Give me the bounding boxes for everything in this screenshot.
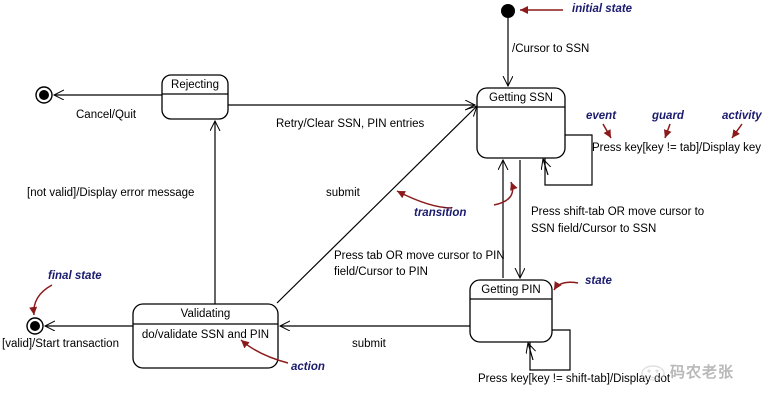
transition-label-ssn-self-loop: Press key[key != tab]/Display key xyxy=(592,142,762,154)
annotation-event: event xyxy=(586,110,617,122)
final-state-bottom-dot xyxy=(30,321,40,331)
annotation-guard: guard xyxy=(652,110,684,122)
state-box-rejecting xyxy=(161,74,229,120)
state-activity-validating: do/validate SSN and PIN xyxy=(141,329,270,341)
transition-label-press-tab-l2: field/Cursor to PIN xyxy=(334,266,428,278)
watermark-icon xyxy=(641,365,665,381)
transition-label-press-shift-tab-l1: Press shift-tab OR move cursor to xyxy=(531,206,705,218)
transition-label-press-shift-tab-l2: SSN field/Cursor to SSN xyxy=(531,223,657,235)
annotation-final-state: final state xyxy=(48,270,102,282)
transition-label-press-tab-l1: Press tab OR move cursor to PIN xyxy=(334,250,505,262)
anno-arrow-transition-left xyxy=(396,190,453,209)
anno-arrow-action xyxy=(240,339,289,364)
anno-arrow-guard xyxy=(663,123,672,139)
transition-label-retry-clear: Retry/Clear SSN, PIN entries xyxy=(276,118,425,130)
annotation-arrows xyxy=(29,6,743,364)
anno-arrow-event xyxy=(602,123,612,139)
arrow-ssn-self-loop-head xyxy=(543,159,548,176)
state-box-getting-ssn xyxy=(476,87,566,159)
state-label-rejecting: Rejecting xyxy=(171,79,219,91)
transition-label-submit-upper: submit xyxy=(326,187,360,199)
arrow-pin-self-loop xyxy=(529,329,571,371)
annotation-state: state xyxy=(585,275,612,287)
state-boxes xyxy=(132,74,566,369)
final-state-top-dot xyxy=(39,90,49,100)
transition-label-pin-self-loop: Press key[key != shift-tab]/Display dot xyxy=(478,373,671,385)
anno-arrow-state xyxy=(553,281,579,291)
transition-label-not-valid: [not valid]/Display error message xyxy=(27,187,195,199)
initial-state-dot xyxy=(501,4,515,18)
state-box-validating xyxy=(132,303,279,369)
anno-arrow-final-state xyxy=(29,284,53,316)
annotation-initial-state: initial state xyxy=(572,3,633,15)
anno-arrow-activity xyxy=(731,123,743,139)
arrow-ssn-self-loop xyxy=(544,134,593,186)
pseudostates xyxy=(26,4,515,335)
arrow-pin-self-loop-head xyxy=(528,343,533,361)
arrow-validating-to-ssn xyxy=(276,106,477,304)
final-state-top-ring xyxy=(35,86,53,104)
transition-label-cursor-to-ssn: /Cursor to SSN xyxy=(512,43,590,55)
anno-arrow-transition-right xyxy=(493,181,518,206)
state-label-validating: Validating xyxy=(180,308,231,320)
transition-label-submit-lower: submit xyxy=(352,338,386,350)
state-label-getting-pin: Getting PIN xyxy=(481,284,541,296)
transition-label-valid-start: [valid]/Start transaction xyxy=(2,338,119,350)
state-box-getting-pin xyxy=(469,279,553,343)
transition-arrows xyxy=(45,18,593,371)
state-label-getting-ssn: Getting SSN xyxy=(489,92,553,104)
annotation-transition: transition xyxy=(414,207,467,219)
transition-label-cancel-quit: Cancel/Quit xyxy=(76,109,137,121)
annotation-action: action xyxy=(291,361,325,373)
watermark-text: 码农老张 xyxy=(670,363,735,381)
final-state-bottom-ring xyxy=(26,317,44,335)
annotation-activity: activity xyxy=(722,110,762,122)
